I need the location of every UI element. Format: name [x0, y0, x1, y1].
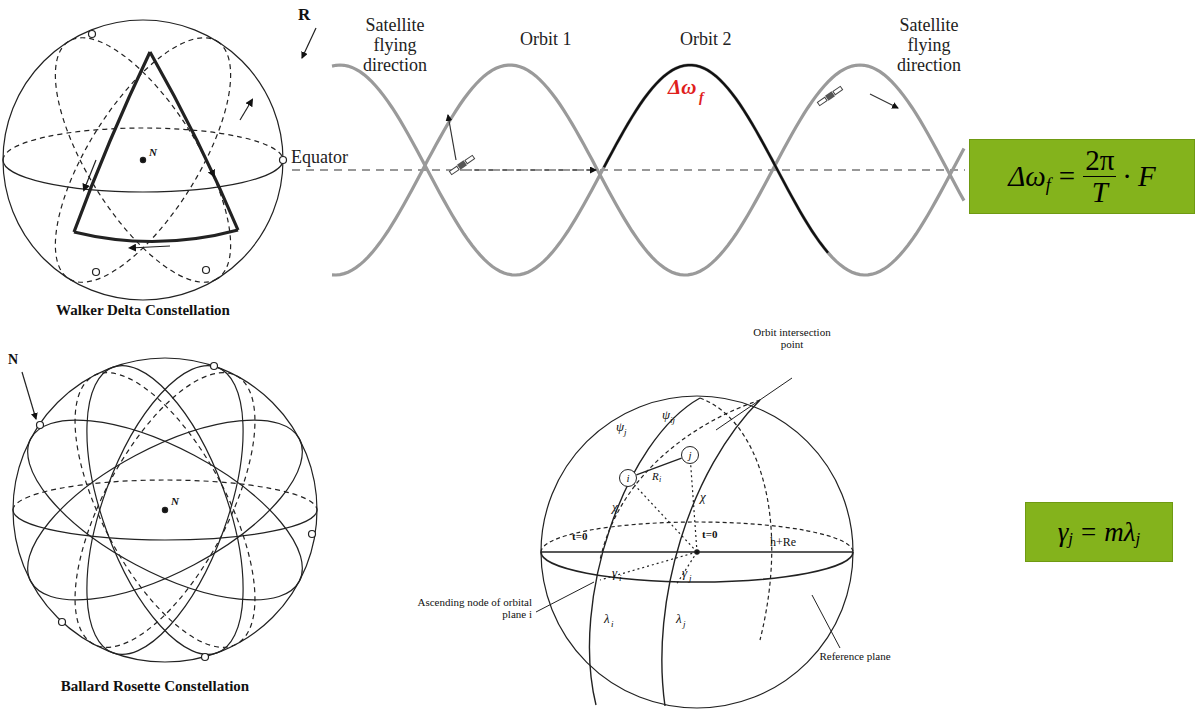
formula-part: γ: [1058, 517, 1069, 548]
direction-note: Satellite flying direction: [886, 16, 972, 75]
angle-label: χ: [700, 490, 706, 504]
phase-subscript: f: [699, 90, 704, 105]
formula-part: Δω: [1008, 160, 1046, 193]
satellite-circle: j: [681, 446, 699, 464]
phase-label: Δω: [668, 76, 696, 99]
link-line: [636, 458, 681, 475]
time-label: t=0: [572, 530, 587, 542]
node-angle-label: λ: [676, 612, 682, 626]
angle-subscript: j: [624, 428, 627, 438]
callout-note: Ascending node of orbital plane i: [392, 596, 532, 620]
formula-part: f: [1046, 175, 1051, 196]
formula-part: T: [1092, 177, 1108, 207]
orbit-label: Orbit 2: [680, 30, 732, 50]
ballard-sphere: [2, 346, 329, 674]
geometry-sphere: [536, 378, 853, 708]
orbit-tracks: [292, 65, 965, 275]
formula-box: Δωf=2πT·F: [969, 139, 1195, 214]
formula-part: i: [626, 472, 629, 484]
caption: Ballard Rosette Constellation: [40, 678, 270, 695]
distance-label: R: [652, 470, 659, 482]
angle-label: γ: [612, 566, 617, 580]
satellite-circle: i: [619, 469, 637, 487]
formula-part: ·: [1122, 160, 1132, 193]
angle-label: χ: [612, 500, 618, 514]
formula-part: =: [1059, 160, 1075, 193]
orbit-label: Orbit 1: [520, 30, 572, 50]
angle-subscript: i: [619, 574, 622, 584]
angle-label: γ: [682, 566, 687, 580]
axis-label: R: [298, 6, 310, 25]
node-angle-label: λ: [604, 612, 610, 626]
axis-label: N: [8, 352, 18, 367]
angle-label: ψ: [662, 408, 670, 422]
satellite-icon: [449, 155, 475, 176]
formula-part: =: [1081, 517, 1096, 548]
angle-subscript: ij: [670, 416, 675, 426]
formula-part: 2π: [1083, 146, 1116, 177]
callout-note: Orbit intersection point: [752, 326, 832, 350]
node-angle-subscript: j: [683, 620, 686, 630]
formula-box: γj=mλj: [1025, 502, 1173, 562]
pole-label: N: [149, 146, 157, 158]
fraction: 2πT: [1083, 146, 1116, 207]
node-angle-subscript: i: [611, 620, 614, 630]
walker-sphere: [3, 12, 316, 308]
direction-note: Satellite flying direction: [352, 16, 438, 75]
equator-label: Equator: [291, 148, 348, 168]
pole-label: N: [171, 495, 179, 507]
formula-part: λ: [1124, 517, 1136, 548]
formula-part: m: [1104, 517, 1124, 548]
satellite-icon: [817, 86, 843, 107]
formula-part: F: [1138, 160, 1156, 193]
caption: Walker Delta Constellation: [43, 302, 243, 319]
time-label: t=0: [702, 528, 717, 540]
angle-label: ψ: [616, 420, 624, 434]
formula-part: j: [688, 449, 691, 461]
angle-subscript: j: [689, 574, 692, 584]
formula-part: j: [1136, 529, 1141, 549]
formula-part: j: [1068, 529, 1073, 549]
distance-subscript: i: [659, 476, 661, 485]
callout-note: Reference plane: [810, 650, 900, 662]
radius-label: h+Re: [770, 536, 796, 549]
